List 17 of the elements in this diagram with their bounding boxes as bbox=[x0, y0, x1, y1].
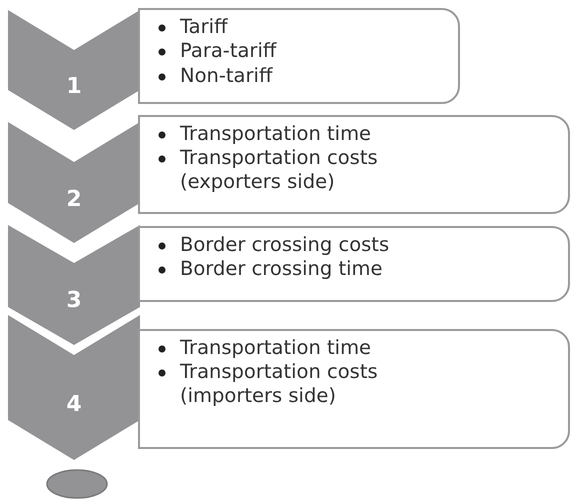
bullet-box bbox=[138, 115, 570, 214]
step-number: 3 bbox=[66, 288, 82, 313]
bullet-item: Transportation costs (exporters side) bbox=[180, 146, 378, 193]
bullet-item: Border crossing time bbox=[180, 257, 383, 280]
bullet-item: Transportation time bbox=[180, 336, 372, 359]
bullet-item: Border crossing costs bbox=[180, 233, 390, 256]
bullet-item: Non-tariff bbox=[180, 64, 272, 87]
bullet-item: Tariff bbox=[180, 15, 228, 38]
bullet-box bbox=[138, 226, 570, 302]
step-number: 1 bbox=[66, 74, 82, 99]
bullet-item: Transportation time bbox=[180, 122, 372, 145]
step-number: 4 bbox=[66, 392, 82, 416]
step-number: 2 bbox=[66, 186, 82, 212]
bullet-box bbox=[138, 8, 460, 104]
bullet-item: Para-tariff bbox=[180, 39, 276, 62]
bullet-box bbox=[138, 329, 570, 449]
bullet-item: Transportation costs (importers side) bbox=[180, 360, 378, 407]
